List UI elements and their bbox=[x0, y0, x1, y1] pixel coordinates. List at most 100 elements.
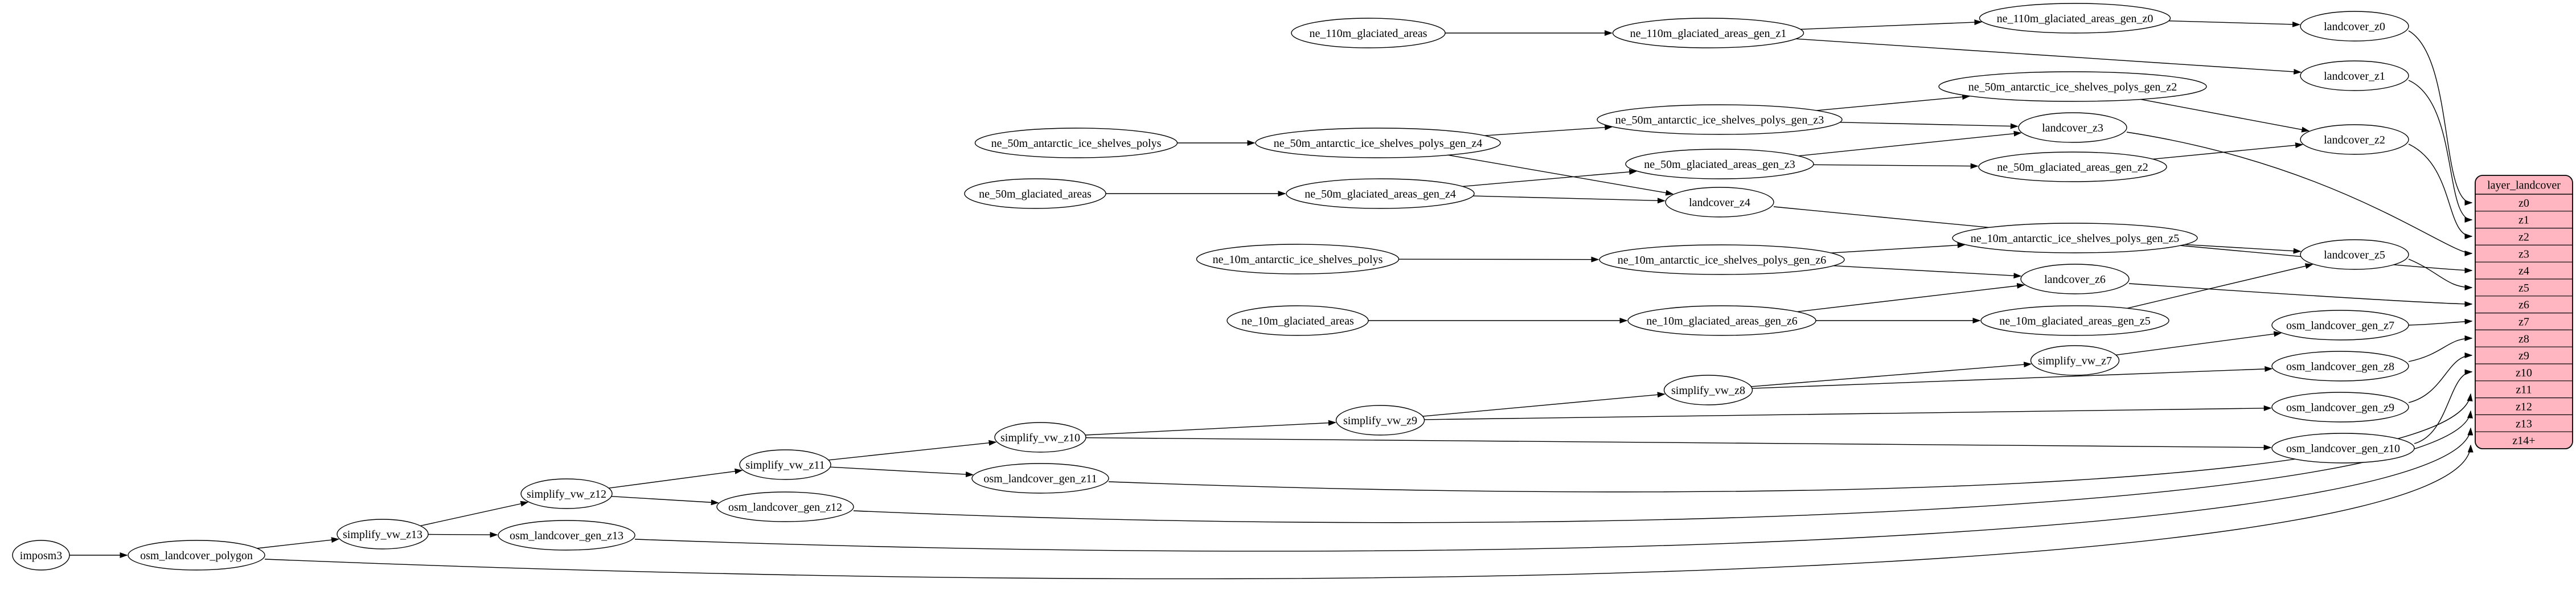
node-landcover_z1: landcover_z1 bbox=[2300, 60, 2409, 91]
node-label-simplify_vw_z11: simplify_vw_z11 bbox=[745, 459, 825, 471]
node-imposm3: imposm3 bbox=[12, 540, 70, 571]
table-row-z1: z1 bbox=[2518, 214, 2529, 227]
node-ne_50m_glaciated_areas_gen_z2: ne_50m_glaciated_areas_gen_z2 bbox=[1978, 151, 2167, 182]
node-ellipse-ne_50m_glaciated_areas_gen_z4 bbox=[1286, 178, 1475, 209]
node-label-landcover_z1: landcover_z1 bbox=[2324, 70, 2385, 83]
edge-ne_50m_antarctic_ice_shelves_polys_gen_z2-to-landcover_z2 bbox=[2140, 99, 2310, 133]
node-ellipse-ne_50m_antarctic_ice_shelves_polys_gen_z4 bbox=[1255, 128, 1501, 158]
node-ellipse-landcover_z5 bbox=[2300, 239, 2409, 270]
node-label-ne_10m_antarctic_ice_shelves_polys_gen_z6: ne_10m_antarctic_ice_shelves_polys_gen_z… bbox=[1618, 254, 1827, 266]
node-simplify_vw_z9: simplify_vw_z9 bbox=[1335, 405, 1425, 436]
node-landcover_z2: landcover_z2 bbox=[2300, 124, 2409, 155]
edge-landcover_z4-to-row-z4 bbox=[1773, 206, 2473, 273]
edge-simplify_vw_z7-to-osm_landcover_gen_z7 bbox=[2115, 331, 2282, 356]
edge-ne_110m_glaciated_areas_gen_z1-to-ne_110m_glaciated_areas_gen_z0 bbox=[1800, 19, 1983, 30]
node-ellipse-simplify_vw_z9 bbox=[1335, 405, 1425, 436]
node-ellipse-ne_10m_antarctic_ice_shelves_polys bbox=[1196, 244, 1400, 274]
node-ellipse-ne_10m_glaciated_areas bbox=[1227, 305, 1369, 336]
node-osm_landcover_gen_z9: osm_landcover_gen_z9 bbox=[2271, 392, 2409, 423]
node-ne_50m_antarctic_ice_shelves_polys: ne_50m_antarctic_ice_shelves_polys bbox=[974, 128, 1178, 158]
node-simplify_vw_z12: simplify_vw_z12 bbox=[520, 478, 613, 509]
edge-simplify_vw_z11-to-osm_landcover_gen_z11 bbox=[830, 466, 974, 478]
node-label-ne_10m_glaciated_areas_gen_z6: ne_10m_glaciated_areas_gen_z6 bbox=[1646, 315, 1797, 327]
node-ne_50m_antarctic_ice_shelves_polys_gen_z3: ne_50m_antarctic_ice_shelves_polys_gen_z… bbox=[1597, 104, 1843, 135]
node-osm_landcover_gen_z12: osm_landcover_gen_z12 bbox=[716, 491, 854, 522]
node-label-osm_landcover_gen_z8: osm_landcover_gen_z8 bbox=[2286, 360, 2394, 373]
node-ellipse-ne_110m_glaciated_areas_gen_z1 bbox=[1612, 18, 1804, 48]
node-ellipse-ne_50m_glaciated_areas_gen_z2 bbox=[1978, 151, 2167, 182]
node-ellipse-ne_50m_antarctic_ice_shelves_polys_gen_z3 bbox=[1597, 104, 1843, 135]
edge-ne_50m_antarctic_ice_shelves_polys_gen_z4-to-ne_50m_antarctic_ice_shelves_polys_gen_z3 bbox=[1484, 124, 1613, 136]
table-row-z4: z4 bbox=[2518, 265, 2529, 277]
edge-landcover_z5-to-row-z5 bbox=[2408, 259, 2473, 290]
node-label-landcover_z5: landcover_z5 bbox=[2324, 249, 2385, 261]
node-label-landcover_z0: landcover_z0 bbox=[2324, 20, 2385, 33]
node-landcover_z0: landcover_z0 bbox=[2300, 11, 2409, 42]
node-simplify_vw_z10: simplify_vw_z10 bbox=[994, 422, 1086, 453]
node-ellipse-osm_landcover_gen_z13 bbox=[498, 520, 635, 551]
table-row-z2: z2 bbox=[2518, 231, 2529, 244]
node-ellipse-landcover_z2 bbox=[2300, 124, 2409, 155]
node-ne_10m_glaciated_areas: ne_10m_glaciated_areas bbox=[1227, 305, 1369, 336]
edge-osm_landcover_gen_z9-to-row-z9 bbox=[2408, 352, 2473, 403]
node-label-ne_110m_glaciated_areas: ne_110m_glaciated_areas bbox=[1310, 27, 1428, 40]
node-ne_10m_antarctic_ice_shelves_polys: ne_10m_antarctic_ice_shelves_polys bbox=[1196, 244, 1400, 274]
node-label-ne_50m_glaciated_areas_gen_z3: ne_50m_glaciated_areas_gen_z3 bbox=[1644, 158, 1795, 171]
node-ellipse-landcover_z4 bbox=[1665, 187, 1774, 218]
edge-osm_landcover_gen_z12-to-row-z12 bbox=[853, 410, 2473, 523]
node-ne_50m_glaciated_areas_gen_z3: ne_50m_glaciated_areas_gen_z3 bbox=[1625, 149, 1814, 179]
node-label-osm_landcover_gen_z13: osm_landcover_gen_z13 bbox=[510, 530, 624, 542]
node-label-ne_110m_glaciated_areas_gen_z1: ne_110m_glaciated_areas_gen_z1 bbox=[1630, 27, 1787, 40]
node-landcover_z4: landcover_z4 bbox=[1665, 187, 1774, 218]
table-row-z10: z10 bbox=[2516, 367, 2532, 379]
edge-ne_110m_glaciated_areas_gen_z0-to-landcover_z0 bbox=[2168, 20, 2300, 27]
node-ellipse-simplify_vw_z7 bbox=[2030, 345, 2120, 376]
table-row-z12: z12 bbox=[2516, 401, 2532, 413]
node-ellipse-simplify_vw_z12 bbox=[520, 478, 613, 509]
node-ellipse-landcover_z1 bbox=[2300, 60, 2409, 91]
edge-ne_10m_antarctic_ice_shelves_polys_gen_z6-to-ne_10m_antarctic_ice_shelves_polys_gen_z5 bbox=[1831, 242, 1966, 253]
node-osm_landcover_gen_z10: osm_landcover_gen_z10 bbox=[2271, 433, 2415, 464]
node-label-ne_110m_glaciated_areas_gen_z0: ne_110m_glaciated_areas_gen_z0 bbox=[1997, 13, 2153, 25]
node-osm_landcover_gen_z8: osm_landcover_gen_z8 bbox=[2271, 351, 2409, 382]
edge-simplify_vw_z12-to-osm_landcover_gen_z12 bbox=[611, 496, 719, 506]
table-row-z13: z13 bbox=[2516, 417, 2532, 430]
edge-ne_50m_glaciated_areas_gen_z3-to-landcover_z3 bbox=[1798, 130, 2022, 157]
node-label-landcover_z4: landcover_z4 bbox=[1689, 196, 1750, 209]
edge-ne_50m_antarctic_ice_shelves_polys_gen_z3-to-landcover_z3 bbox=[1840, 122, 2019, 129]
node-ellipse-ne_110m_glaciated_areas_gen_z0 bbox=[1979, 3, 2171, 34]
node-osm_landcover_gen_z13: osm_landcover_gen_z13 bbox=[498, 520, 635, 551]
node-ne_50m_glaciated_areas_gen_z4: ne_50m_glaciated_areas_gen_z4 bbox=[1286, 178, 1475, 209]
edge-landcover_z2-to-row-z2 bbox=[2408, 143, 2473, 239]
node-ellipse-ne_10m_glaciated_areas_gen_z6 bbox=[1627, 305, 1816, 336]
node-osm_landcover_gen_z11: osm_landcover_gen_z11 bbox=[971, 463, 1109, 494]
node-ellipse-osm_landcover_gen_z12 bbox=[716, 491, 854, 522]
edge-simplify_vw_z11-to-simplify_vw_z10 bbox=[828, 440, 997, 461]
node-label-ne_10m_glaciated_areas: ne_10m_glaciated_areas bbox=[1241, 315, 1354, 327]
node-label-ne_50m_glaciated_areas_gen_z4: ne_50m_glaciated_areas_gen_z4 bbox=[1305, 188, 1455, 200]
edge-simplify_vw_z10-to-simplify_vw_z9 bbox=[1085, 420, 1336, 436]
node-ne_110m_glaciated_areas_gen_z0: ne_110m_glaciated_areas_gen_z0 bbox=[1979, 3, 2171, 34]
node-label-ne_50m_antarctic_ice_shelves_polys_gen_z2: ne_50m_antarctic_ice_shelves_polys_gen_z… bbox=[1968, 81, 2177, 93]
edge-ne_10m_antarctic_ice_shelves_polys_gen_z6-to-landcover_z6 bbox=[1833, 265, 2022, 279]
node-landcover_z3: landcover_z3 bbox=[2018, 112, 2127, 143]
node-label-osm_landcover_gen_z9: osm_landcover_gen_z9 bbox=[2286, 401, 2394, 414]
node-label-ne_50m_glaciated_areas_gen_z2: ne_50m_glaciated_areas_gen_z2 bbox=[1997, 161, 2148, 174]
edge-ne_50m_glaciated_areas_gen_z4-to-ne_50m_glaciated_areas_gen_z3 bbox=[1462, 169, 1638, 187]
node-label-osm_landcover_gen_z7: osm_landcover_gen_z7 bbox=[2286, 319, 2394, 332]
table-row-z0: z0 bbox=[2518, 197, 2529, 210]
table-row-z9: z9 bbox=[2518, 350, 2529, 362]
node-label-ne_50m_glaciated_areas: ne_50m_glaciated_areas bbox=[979, 188, 1092, 200]
node-label-ne_50m_antarctic_ice_shelves_polys_gen_z3: ne_50m_antarctic_ice_shelves_polys_gen_z… bbox=[1615, 114, 1824, 126]
node-landcover_z6: landcover_z6 bbox=[2020, 264, 2130, 294]
node-ellipse-osm_landcover_polygon bbox=[128, 540, 265, 571]
edge-ne_110m_glaciated_areas_gen_z1-to-landcover_z1 bbox=[1796, 38, 2302, 75]
node-ellipse-ne_50m_glaciated_areas bbox=[964, 178, 1106, 209]
edge-osm_landcover_gen_z8-to-row-z8 bbox=[2408, 335, 2473, 362]
edge-simplify_vw_z9-to-simplify_vw_z8 bbox=[1422, 392, 1666, 417]
node-ellipse-landcover_z6 bbox=[2020, 264, 2130, 294]
node-label-simplify_vw_z13: simplify_vw_z13 bbox=[343, 528, 423, 541]
edge-ne_10m_antarctic_ice_shelves_polys_gen_z5-to-landcover_z5 bbox=[2185, 244, 2302, 254]
node-label-simplify_vw_z7: simplify_vw_z7 bbox=[2038, 355, 2112, 367]
